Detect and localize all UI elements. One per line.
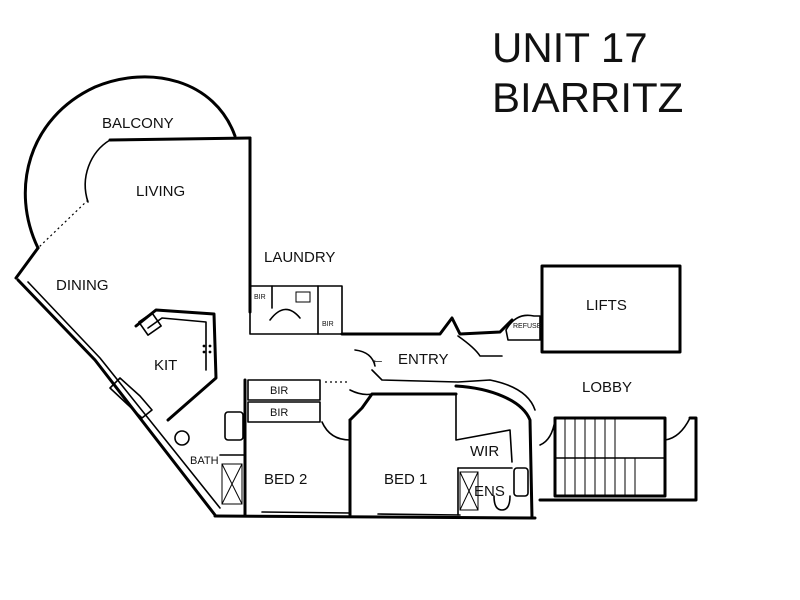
corridor-flare [457,335,503,357]
stair-enclosure [553,416,667,498]
laundry-sink-icon [295,291,311,303]
entry-arrow: ← [370,351,385,368]
ens-label: ENS [474,483,505,500]
balcony-inner-wall [84,139,111,203]
south-wall [213,514,537,520]
lobby-label: LOBBY [582,379,632,396]
southwest-wall [16,278,217,517]
balcony-label: BALCONY [102,115,174,132]
bir-lower-cupboard [247,401,321,423]
balcony-outer-wall [23,75,237,250]
kit-label: KIT [154,357,177,374]
laundry-label: LAUNDRY [264,249,335,266]
lifts-label: LIFTS [586,297,627,314]
southwest-wall-inner [27,281,221,509]
stair-door-swing [664,417,691,441]
ens-toilet-icon [493,495,511,511]
laundry-bir-left-label: BIR [254,294,266,301]
dining-label: DINING [56,277,109,294]
dining-west-wall [14,246,40,280]
living-label: LIVING [136,183,185,200]
kitchen-cooktop-dots [202,344,212,354]
wir-outer-wall [454,384,534,520]
balcony-door-track [37,199,89,249]
bed1-door-swing [349,389,373,396]
lobby-door-swing [539,419,556,446]
bath-shower-icon [221,463,243,505]
lobby-east-wall [538,416,698,502]
kitchen-sink-icon [109,377,153,419]
bir-upper-label: BIR [270,385,288,397]
laundry-door-swing [269,308,301,321]
bed1-north-wall [348,392,458,422]
kitchen-cooktop-icon [138,312,162,336]
corridor-north-wall [340,316,514,336]
stair-treads [564,418,636,496]
corridor-south-wall [371,369,536,411]
bed2-label: BED 2 [264,471,307,488]
laundry-bir-right-label: BIR [322,321,334,328]
bed2-door-swing [321,421,351,441]
balcony-edge [108,136,252,142]
south-window-line [261,511,461,516]
plan-title-line2: BIARRITZ [492,74,683,121]
bath-label: BATH [190,455,219,467]
plan-title-line1: UNIT 17 [492,24,648,71]
wir-inner-wall [455,393,513,463]
bir-lower-label: BIR [270,407,288,419]
entry-door-swing [354,349,376,367]
laundry-tub-icon [174,430,190,446]
bath-vanity-icon [224,411,244,441]
entry-label: ENTRY [398,351,449,368]
kitchen-bench-inner [147,317,207,371]
ens-vanity-icon [513,467,529,497]
bir-upper-cupboard [247,379,321,401]
laundry-block [249,285,343,335]
bed1-label: BED 1 [384,471,427,488]
wir-label: WIR [470,443,499,460]
ens-shower-icon [459,471,479,511]
refuse-chute [505,314,541,341]
refuse-label: REFUSE [513,323,542,330]
